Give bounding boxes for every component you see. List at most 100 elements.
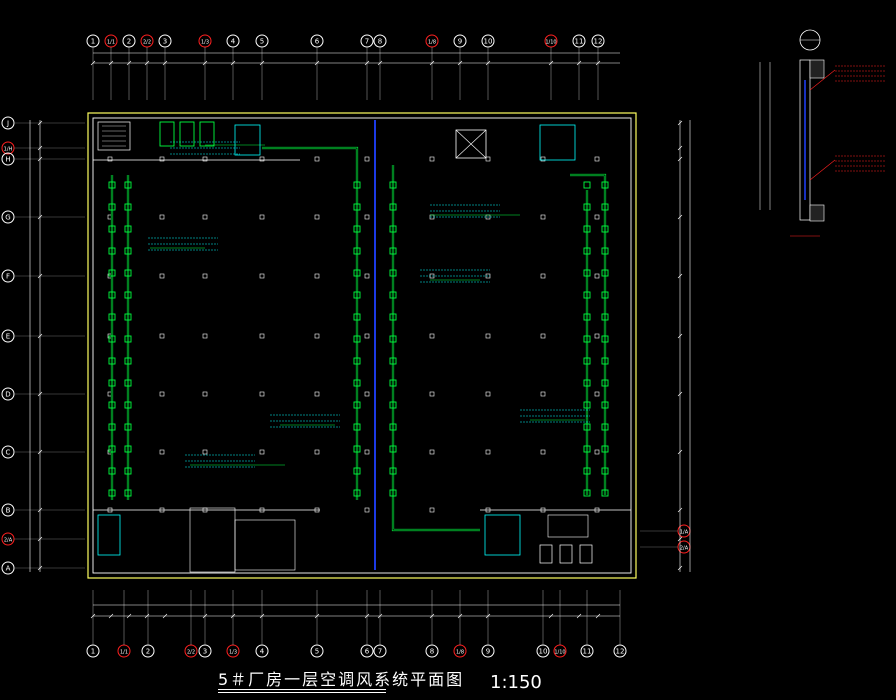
dim-tick [364,613,370,619]
section-beam-top [809,59,825,79]
dim-tick [457,60,463,66]
air-diffuser [601,357,609,365]
air-diffuser [601,225,609,233]
dim-tick [548,60,554,66]
top-axis-5-label: 1/3 [201,40,209,46]
air-diffuser [389,291,397,299]
air-diffuser [583,445,591,453]
bottom-axis-14-label: 1/10 [554,650,565,656]
air-diffuser [389,489,397,497]
air-diffuser [124,203,132,211]
stair-shaft [455,129,487,159]
top-axis-6-label: 4 [231,38,236,46]
column [364,214,370,220]
air-diffuser [389,401,397,409]
left-axis-7-label: C [6,449,11,457]
dim-tick [677,156,683,162]
stair-room [97,121,131,151]
air-diffuser [353,225,361,233]
dim-tick [108,613,114,619]
dim-tick [90,613,96,619]
air-diffuser [601,313,609,321]
air-diffuser [124,379,132,387]
column [259,333,265,339]
left-axis-2-label: H [5,156,10,164]
top-axis-14-label: 1/10 [545,40,556,46]
dim-tick [677,333,683,339]
air-diffuser [601,423,609,431]
ahu-room-bottom-right [484,514,521,556]
column [485,391,491,397]
column [259,273,265,279]
column [202,214,208,220]
ahu-unit-top [179,121,195,147]
air-diffuser [124,423,132,431]
stair-cross [455,129,487,159]
bottom-axis-12-label: 9 [486,648,490,656]
air-diffuser [583,181,591,189]
air-diffuser [353,357,361,365]
air-diffuser [583,203,591,211]
ahu-unit-bottom [559,544,573,564]
column [314,507,320,513]
ahu-unit-top [199,121,215,147]
air-diffuser [108,401,116,409]
column [159,156,165,162]
top-axis-15-label: 11 [575,38,584,46]
column [314,156,320,162]
title-underline [218,689,386,690]
dim-tick [37,214,43,220]
column [202,273,208,279]
air-diffuser [353,489,361,497]
column [540,333,546,339]
dim-tick [677,565,683,571]
ahu-room-top-left [234,124,261,156]
right-axis-1-label: 2/A [680,546,689,552]
air-diffuser [108,269,116,277]
column [259,214,265,220]
column [202,391,208,397]
column [540,214,546,220]
dimension-lines [29,52,691,619]
air-diffuser [601,181,609,189]
air-diffuser [124,269,132,277]
building-outline [87,112,637,579]
air-diffuser [124,445,132,453]
left-axis-5-label: E [6,333,10,341]
air-diffuser [389,225,397,233]
column [540,449,546,455]
dim-tick [37,145,43,151]
bottom-axis-16-label: 12 [616,648,625,656]
ahu-unit-bottom [539,544,553,564]
air-diffuser [601,401,609,409]
air-diffuser [108,291,116,299]
air-diffuser [389,269,397,277]
column [594,391,600,397]
bottom-axis-5-label: 1/3 [229,650,237,656]
bottom-axis-15-label: 11 [583,648,592,656]
dim-tick [576,613,582,619]
air-diffuser [583,269,591,277]
air-diffuser [124,247,132,255]
left-axis-8-label: B [6,507,11,515]
duct-center-a-inner [262,147,358,500]
top-axis-11-label: 1/8 [428,40,436,46]
drawing-title-block: 5＃厂房一层空调风系统平面图 1:150 [218,664,638,694]
dim-tick [677,145,683,151]
bottom-axis-7-label: 5 [315,648,319,656]
left-axis-9-label: 2/A [4,538,13,544]
top-axis-10-label: 8 [378,38,382,46]
dim-tick [677,214,683,220]
structural-columns [107,156,600,513]
dim-tick [90,60,96,66]
air-diffuser [353,247,361,255]
dim-tick [548,613,554,619]
air-diffuser [108,357,116,365]
column [540,507,546,513]
column [159,507,165,513]
column [159,273,165,279]
dim-tick [485,60,491,66]
